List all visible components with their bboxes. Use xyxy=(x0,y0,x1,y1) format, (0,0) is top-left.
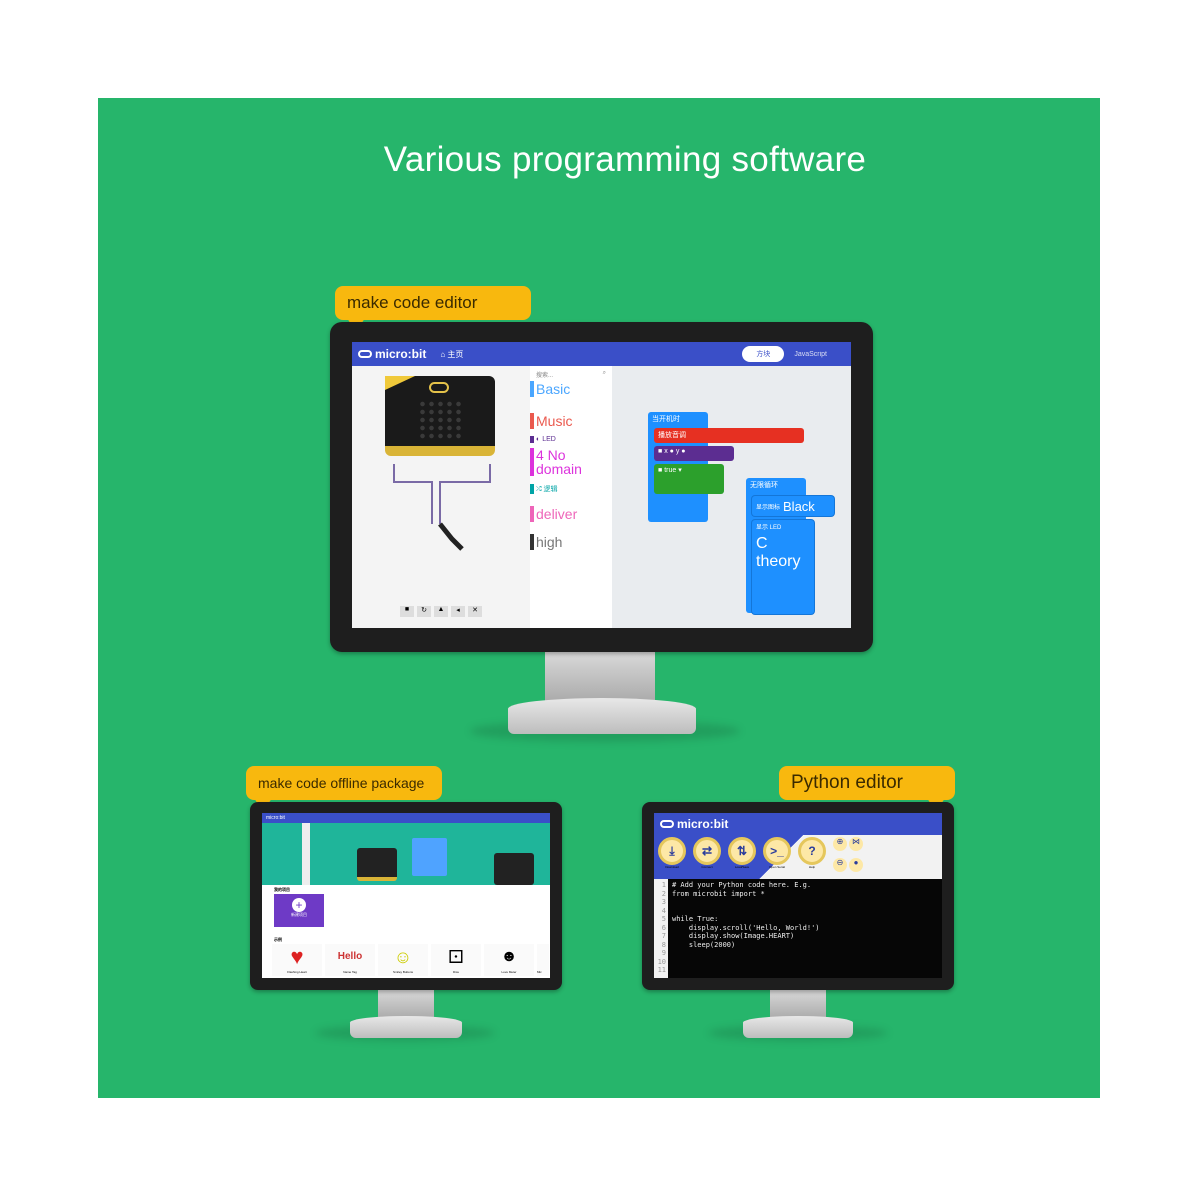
python-toolbar: ⤓Download ⇄Connect ⇅Load/Save >_Open Ser… xyxy=(654,835,942,879)
serial-button[interactable]: >_Open Serial xyxy=(763,837,791,877)
category-high[interactable]: high xyxy=(530,534,562,550)
monitor-base xyxy=(508,698,696,734)
heart-leds xyxy=(412,838,447,876)
toolbox: 搜索...⌕ Basic Music ◐ LED 4 No domain ⤮ 逻… xyxy=(530,366,612,628)
play-tone-block[interactable]: 播放音调 xyxy=(654,428,804,443)
microbit-board[interactable] xyxy=(385,376,495,456)
download-button[interactable]: ⤓Download xyxy=(658,837,686,877)
simulator-panel: ■ ↻ ▲ ◂ ✕ xyxy=(352,366,530,628)
usb-cable xyxy=(393,464,491,551)
zoom-out-icon[interactable]: ⊖ xyxy=(833,858,847,872)
python-editor-screen: micro:bit ⤓Download ⇄Connect ⇅Load/Save … xyxy=(654,813,942,978)
connect-icon: ⇄ xyxy=(693,837,721,865)
slowmo-icon[interactable]: ▲ xyxy=(434,606,448,617)
microbit-logo: micro:bit xyxy=(660,817,728,831)
zoom-controls: ⊕ ⋈ ⊖ ● xyxy=(833,837,863,877)
connect-button[interactable]: ⇄Connect xyxy=(693,837,721,877)
python-code[interactable]: # Add your Python code here. E.g. from m… xyxy=(672,881,820,949)
monitor-base xyxy=(743,1016,853,1038)
download-icon: ⤓ xyxy=(658,837,686,865)
example-card[interactable]: ♥Flashing Heart xyxy=(272,944,322,976)
monitor-neck xyxy=(545,652,655,704)
load-save-icon: ⇅ xyxy=(728,837,756,865)
search-icon: ⌕ xyxy=(602,370,606,376)
microbit-board xyxy=(357,848,397,881)
example-card[interactable]: Mic xyxy=(537,944,549,976)
settings-icon[interactable]: ● xyxy=(849,858,863,872)
callout-offline-package: make code offline package xyxy=(246,766,442,812)
python-topbar: micro:bit xyxy=(654,813,942,835)
new-project-button[interactable]: +新建项目 xyxy=(274,894,324,927)
category-logic[interactable]: ⤮ 逻辑 xyxy=(530,484,558,494)
fullscreen-icon[interactable]: ✕ xyxy=(468,606,482,617)
toolbox-search[interactable]: 搜索...⌕ xyxy=(536,370,606,379)
sound-icon[interactable]: ◂ xyxy=(451,606,465,617)
page-title: Various programming software xyxy=(383,140,867,179)
monitor-neck xyxy=(378,990,434,1020)
restart-icon[interactable]: ↻ xyxy=(417,606,431,617)
line-numbers: 1 2 3 4 5 6 7 8 9 10 11 xyxy=(654,879,668,978)
main-monitor: micro:bit ⌂ 主页 方块 JavaScript ■ ↻ ▲ ◂ ✕ 搜… xyxy=(330,322,873,652)
category-basic[interactable]: Basic xyxy=(530,381,570,397)
microbit-logo: micro:bit xyxy=(266,815,285,821)
category-led[interactable]: ◐ LED xyxy=(530,436,556,443)
category-music[interactable]: Music xyxy=(530,413,573,429)
my-projects-label: 我的项目 xyxy=(274,887,290,892)
callout-python-editor: Python editor xyxy=(779,766,955,812)
javascript-toggle[interactable]: JavaScript xyxy=(794,350,827,358)
offline-topbar: micro:bit xyxy=(262,813,550,823)
makecode-topbar: micro:bit ⌂ 主页 方块 JavaScript xyxy=(352,342,851,366)
simulator-controls: ■ ↻ ▲ ◂ ✕ xyxy=(400,606,482,617)
serial-icon: >_ xyxy=(763,837,791,865)
plot-block[interactable]: ■ x ● y ● xyxy=(654,446,734,461)
blocks-toggle[interactable]: 方块 xyxy=(742,346,785,362)
home-button[interactable]: ⌂ 主页 xyxy=(440,349,464,359)
callout-make-code-editor: make code editor xyxy=(335,286,531,332)
zoom-in-icon[interactable]: ⊕ xyxy=(833,837,847,851)
help-icon: ? xyxy=(798,837,826,865)
monitor-base xyxy=(350,1016,462,1038)
code-editor[interactable]: 1 2 3 4 5 6 7 8 9 10 11 # Add your Pytho… xyxy=(654,879,942,978)
makecode-editor-screen: micro:bit ⌂ 主页 方块 JavaScript ■ ↻ ▲ ◂ ✕ 搜… xyxy=(352,342,851,628)
microbit-logo: micro:bit xyxy=(358,347,426,361)
offline-monitor: micro:bit 我的项目 +新建项目 示例 ♥Flashing Heart … xyxy=(250,802,562,990)
load-save-button[interactable]: ⇅Load/Save xyxy=(728,837,756,877)
share-icon[interactable]: ⋈ xyxy=(849,837,863,851)
example-card[interactable]: ☺Smiley Buttons xyxy=(378,944,428,976)
category-deliver[interactable]: deliver xyxy=(530,506,577,522)
logic-block[interactable]: ■ true ▾ xyxy=(654,464,724,494)
python-monitor: micro:bit ⤓Download ⇄Connect ⇅Load/Save … xyxy=(642,802,954,990)
monitor-neck xyxy=(770,990,826,1020)
hero-banner xyxy=(262,823,550,885)
examples-label: 示例 xyxy=(274,937,282,942)
help-button[interactable]: ?Help xyxy=(798,837,826,877)
stop-icon[interactable]: ■ xyxy=(400,606,414,617)
microbit-board xyxy=(494,853,534,885)
category-no-domain[interactable]: 4 No domain xyxy=(530,448,590,476)
plus-icon: + xyxy=(292,898,306,912)
example-card[interactable]: ☻Love Meter xyxy=(484,944,534,976)
offline-screen: micro:bit 我的项目 +新建项目 示例 ♥Flashing Heart … xyxy=(262,813,550,978)
example-card[interactable]: ⚀Dice xyxy=(431,944,481,976)
